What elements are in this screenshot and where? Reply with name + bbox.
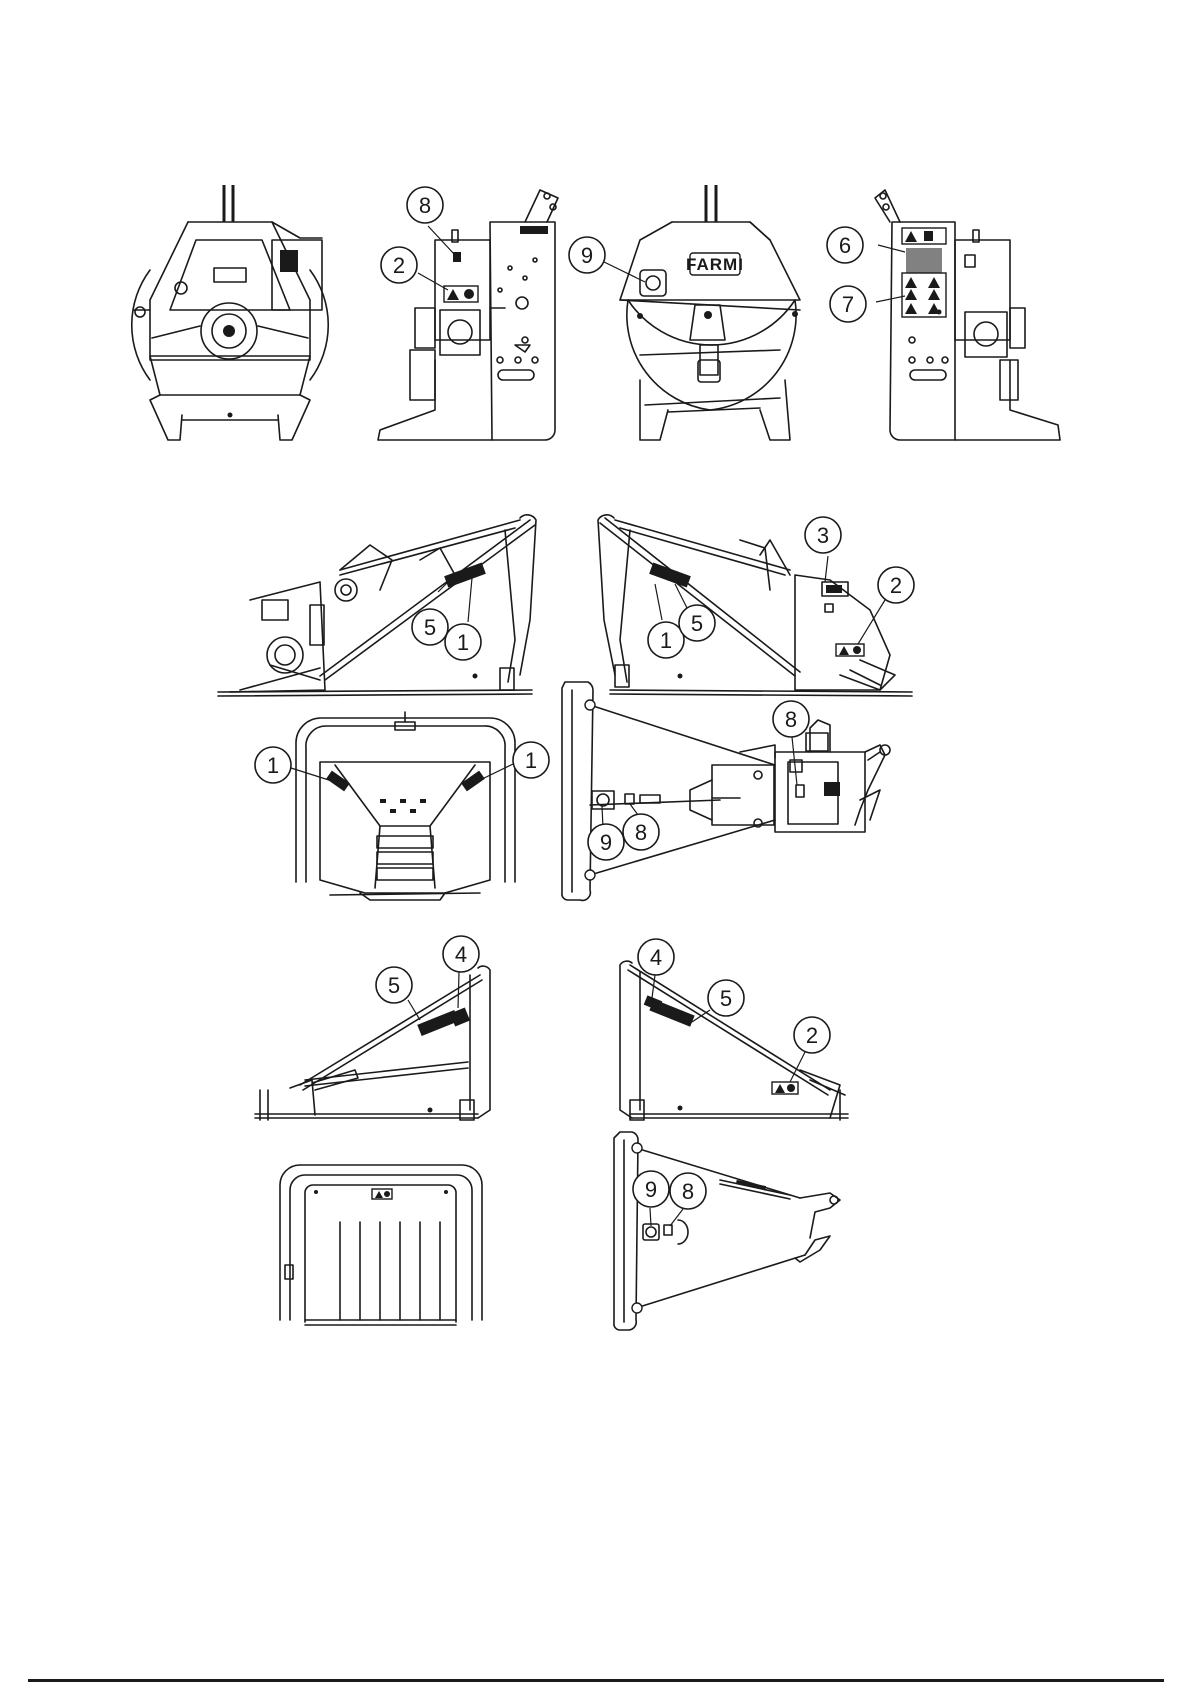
page-bottom-rule <box>28 1679 1164 1682</box>
callout-v10-4: 4 <box>638 939 674 975</box>
callout-v8-8b: 8 <box>623 814 659 850</box>
callout-v6-1: 1 <box>648 622 684 658</box>
view-front-pto <box>132 185 329 440</box>
callout-label: 1 <box>267 753 279 778</box>
callout-label: 3 <box>817 523 829 548</box>
view-hopper-front <box>291 712 515 900</box>
callout-label: 5 <box>424 615 436 640</box>
callout-v7-1b: 1 <box>513 742 549 778</box>
view-side-left <box>378 190 558 440</box>
callout-label: 9 <box>600 830 612 855</box>
callout-v3-9: 9 <box>569 237 605 273</box>
callout-v8-8a: 8 <box>773 701 809 737</box>
callout-label: 8 <box>785 707 797 732</box>
callout-label: 1 <box>457 630 469 655</box>
callout-label: 4 <box>455 942 467 967</box>
view-hopper-left <box>218 515 536 696</box>
callout-v5-5: 5 <box>412 609 448 645</box>
callout-label: 1 <box>660 628 672 653</box>
view-rear: FARMI <box>600 185 800 440</box>
callout-label: 2 <box>890 573 902 598</box>
callout-label: 5 <box>691 611 703 636</box>
callout-label: 1 <box>525 748 537 773</box>
callout-v4-7: 7 <box>830 286 866 322</box>
callout-label: 9 <box>581 243 593 268</box>
view-hopper-right <box>598 515 912 696</box>
brand-mark: FARMI <box>686 255 744 274</box>
view-top <box>562 682 890 900</box>
callout-v8-9: 9 <box>588 824 624 860</box>
callout-v9-5: 5 <box>376 967 412 1003</box>
view-side-right <box>875 190 1060 440</box>
callout-label: 9 <box>645 1177 657 1202</box>
callout-v6-3: 3 <box>805 517 841 553</box>
callout-label: 4 <box>650 945 662 970</box>
callout-label: 5 <box>388 973 400 998</box>
callout-v6-5: 5 <box>679 605 715 641</box>
callout-label: 8 <box>682 1179 694 1204</box>
callout-v12-8: 8 <box>670 1173 706 1209</box>
view-short-hopper-top <box>614 1132 840 1330</box>
callout-label: 5 <box>720 986 732 1011</box>
callout-v7-1a: 1 <box>255 747 291 783</box>
view-short-hopper-left <box>255 966 490 1120</box>
callout-v2-8: 8 <box>407 187 443 223</box>
callout-v9-4: 4 <box>443 936 479 972</box>
callout-v10-2: 2 <box>794 1017 830 1053</box>
callout-label: 8 <box>419 193 431 218</box>
callout-v2-2: 2 <box>381 247 417 283</box>
callout-v10-5: 5 <box>708 980 744 1016</box>
callout-v6-2: 2 <box>878 567 914 603</box>
callout-v4-6: 6 <box>827 227 863 263</box>
callout-v5-1: 1 <box>445 624 481 660</box>
callout-label: 6 <box>839 233 851 258</box>
view-short-hopper-front <box>280 1165 482 1325</box>
callout-v12-9: 9 <box>633 1171 669 1207</box>
callout-label: 2 <box>806 1023 818 1048</box>
callout-label: 8 <box>635 820 647 845</box>
callout-label: 7 <box>842 292 854 317</box>
callout-label: 2 <box>393 253 405 278</box>
